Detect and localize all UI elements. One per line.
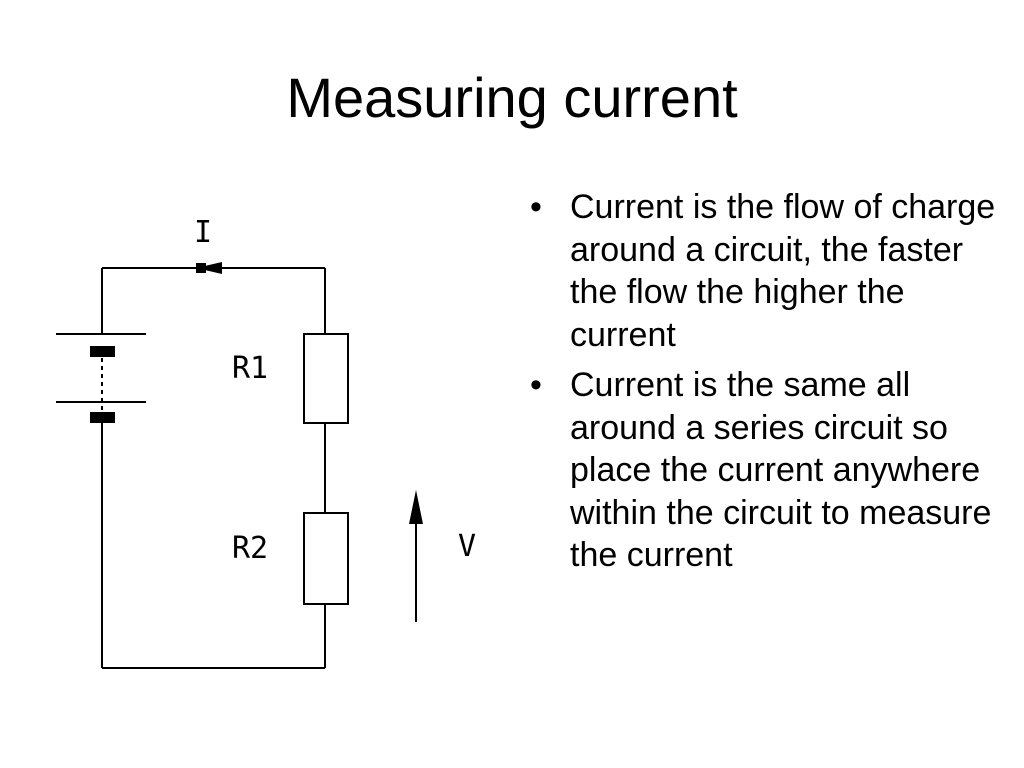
current-arrow-tail	[196, 263, 206, 273]
bullet-text: Current is the same all around a series …	[570, 366, 992, 574]
slide-title: Measuring current	[286, 66, 738, 129]
bullet-marker: •	[530, 188, 542, 226]
bullet-marker: •	[530, 366, 542, 404]
circuit-diagram: I R1 R2 V	[56, 215, 476, 669]
bullet-list: • Current is the flow of charge around a…	[528, 186, 998, 585]
current-arrow-icon	[196, 262, 222, 274]
current-label: I	[194, 215, 212, 250]
resistor-r2	[303, 512, 349, 605]
bullet-text: Current is the flow of charge around a c…	[570, 188, 996, 354]
bullet-item: • Current is the flow of charge around a…	[528, 186, 998, 356]
resistor-r1	[303, 333, 349, 424]
voltage-arrow-head-icon	[409, 490, 423, 524]
bullet-item: • Current is the same all around a serie…	[528, 364, 998, 577]
resistor-r1-label: R1	[232, 351, 268, 386]
battery-cell-top	[90, 346, 115, 357]
voltage-label: V	[458, 529, 476, 564]
resistor-r2-label: R2	[232, 531, 268, 566]
battery-cell-bottom	[90, 412, 115, 423]
